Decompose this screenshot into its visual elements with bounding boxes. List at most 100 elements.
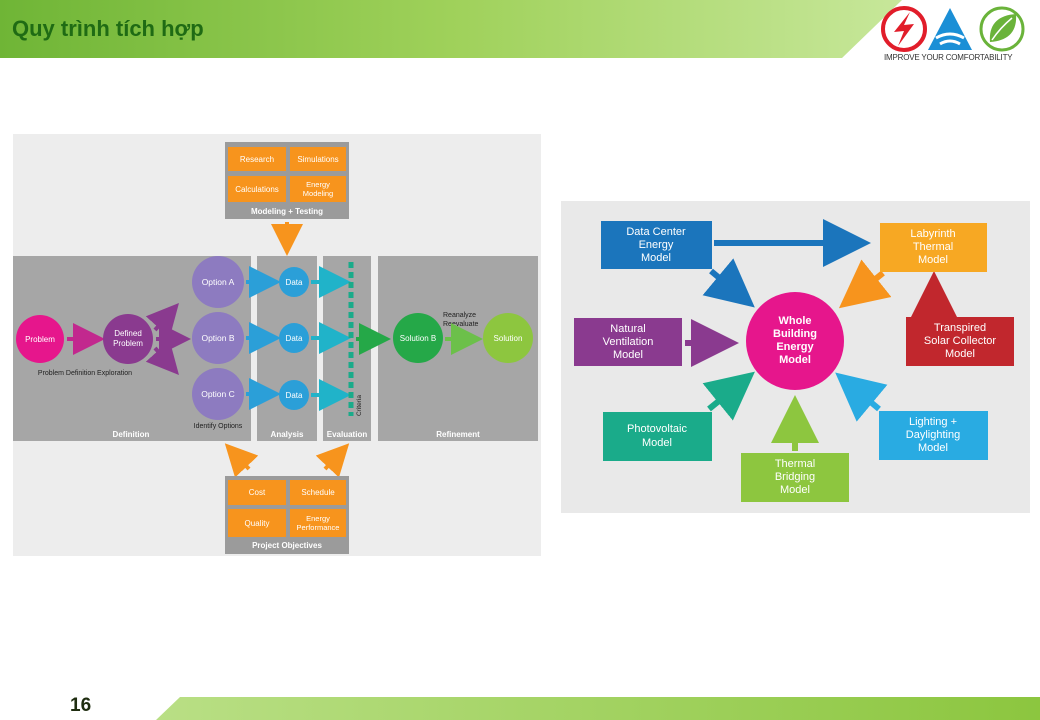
problem-caption: Problem Definition Exploration bbox=[38, 370, 132, 377]
energy-modeling-box bbox=[290, 176, 346, 202]
problem-node bbox=[16, 315, 64, 363]
data-label-b: Data bbox=[286, 334, 303, 343]
center-label-3: Energy bbox=[776, 341, 814, 353]
simulations-box bbox=[290, 147, 346, 171]
quality-box bbox=[228, 509, 286, 537]
simulations-label: Simulations bbox=[297, 155, 338, 164]
calculations-label: Calculations bbox=[235, 185, 279, 194]
option-b-label: Option B bbox=[201, 333, 234, 343]
solution-b-node bbox=[393, 313, 443, 363]
arrow-to-option-c bbox=[145, 340, 179, 375]
natural-ventilation-node bbox=[574, 318, 682, 366]
data-center-label-3: Model bbox=[641, 252, 671, 264]
defined-problem-node bbox=[103, 314, 153, 364]
labyrinth-label-1: Labyrinth bbox=[910, 228, 955, 240]
arrow-objectives-to-evaluation bbox=[315, 443, 350, 478]
project-objectives-title: Project Objectives bbox=[252, 541, 322, 550]
defined-problem-label-1: Defined bbox=[114, 329, 142, 338]
energy-modeling-label-2: Modeling bbox=[303, 189, 333, 198]
thermal-bridging-label-2: Bridging bbox=[775, 471, 815, 483]
labyrinth-label-2: Thermal bbox=[913, 241, 953, 253]
lighting-label-3: Model bbox=[918, 442, 948, 454]
research-box bbox=[228, 147, 286, 171]
thermal-bridging-label-3: Model bbox=[780, 484, 810, 496]
center-label-1: Whole bbox=[779, 315, 812, 327]
data-node-c bbox=[279, 380, 309, 410]
energy-performance-label-2: Performance bbox=[297, 523, 340, 532]
calculations-box bbox=[228, 176, 286, 202]
lighting-label-2: Daylighting bbox=[906, 429, 960, 441]
arrow-lighting-to-center bbox=[835, 372, 888, 422]
ventilation-label-3: Model bbox=[613, 349, 643, 361]
transpired-label-2: Solar Collector bbox=[924, 335, 996, 347]
lighting-label-1: Lighting + bbox=[909, 416, 957, 428]
energy-modeling-label-1: Energy bbox=[306, 180, 330, 189]
data-center-node bbox=[601, 221, 712, 269]
arrow-to-option-a bbox=[145, 303, 179, 338]
lighting-node bbox=[879, 411, 988, 460]
phase-definition-label: Definition bbox=[113, 430, 150, 439]
arrow-labyrinth-to-center bbox=[838, 259, 892, 309]
arrow-photovoltaic-to-center bbox=[702, 371, 755, 421]
whole-building-energy-model-diagram: Whole Building Energy Model Data Center … bbox=[561, 201, 1030, 513]
data-node-a bbox=[279, 267, 309, 297]
data-label-a: Data bbox=[286, 278, 303, 287]
criteria-label: Criteria bbox=[356, 395, 363, 416]
modeling-testing-group: Research Simulations Calculations Energy… bbox=[225, 142, 349, 219]
integration-process-diagram: Research Simulations Calculations Energy… bbox=[13, 134, 541, 556]
options-caption: Identify Options bbox=[194, 423, 243, 430]
data-center-label-2: Energy bbox=[639, 239, 674, 251]
phase-evaluation-label: Evaluation bbox=[327, 430, 368, 439]
energy-performance-box bbox=[290, 509, 346, 537]
labyrinth-label-3: Model bbox=[918, 254, 948, 266]
modeling-testing-title: Modeling + Testing bbox=[251, 207, 323, 216]
transpired-label-1: Transpired bbox=[934, 322, 986, 334]
ventilation-label-2: Ventilation bbox=[603, 336, 654, 348]
option-a-node bbox=[192, 256, 244, 308]
transpired-solar-node bbox=[906, 317, 1014, 366]
photovoltaic-node bbox=[603, 412, 712, 461]
solution-label: Solution bbox=[494, 334, 523, 343]
option-c-node bbox=[192, 368, 244, 420]
logo-s-icon bbox=[881, 6, 927, 52]
company-logo bbox=[881, 6, 1025, 52]
center-label-4: Model bbox=[779, 354, 811, 366]
cost-box bbox=[228, 480, 286, 505]
quality-label: Quality bbox=[245, 519, 270, 528]
arrow-objectives-to-definition bbox=[224, 443, 259, 478]
phase-analysis-label: Analysis bbox=[271, 430, 304, 439]
data-center-label-1: Data Center bbox=[626, 226, 686, 238]
data-node-b bbox=[279, 323, 309, 353]
option-a-label: Option A bbox=[202, 277, 235, 287]
whole-building-node bbox=[746, 292, 844, 390]
photovoltaic-label-2: Model bbox=[642, 437, 672, 449]
thermal-bridging-label-1: Thermal bbox=[775, 458, 815, 470]
labyrinth-node bbox=[880, 223, 987, 272]
option-b-node bbox=[192, 312, 244, 364]
project-objectives-group: Cost Schedule Quality Energy Performance… bbox=[225, 476, 349, 554]
schedule-label: Schedule bbox=[301, 488, 335, 497]
photovoltaic-label-1: Photovoltaic bbox=[627, 423, 687, 435]
logo-leaf-icon bbox=[979, 6, 1025, 52]
energy-performance-label-1: Energy bbox=[306, 514, 330, 523]
data-label-c: Data bbox=[286, 391, 303, 400]
reevaluate-label: Reevaluate bbox=[443, 321, 479, 328]
defined-problem-label-2: Problem bbox=[113, 339, 143, 348]
phase-refinement-label: Refinement bbox=[436, 430, 480, 439]
cost-label: Cost bbox=[249, 488, 266, 497]
thermal-bridging-node bbox=[741, 453, 849, 502]
center-label-2: Building bbox=[773, 328, 817, 340]
option-c-label: Option C bbox=[201, 389, 235, 399]
transpired-label-3: Model bbox=[945, 348, 975, 360]
ventilation-label-1: Natural bbox=[610, 323, 645, 335]
logo-a-icon bbox=[928, 8, 972, 50]
problem-label: Problem bbox=[25, 335, 55, 344]
solution-b-label: Solution B bbox=[400, 334, 436, 343]
logo-tagline: IMPROVE YOUR COMFORTABILITY bbox=[884, 53, 1013, 62]
arrow-datacenter-to-center bbox=[702, 258, 755, 308]
slide-title: Quy trình tích hợp bbox=[12, 16, 204, 41]
header-band bbox=[0, 0, 902, 58]
solution-node bbox=[483, 313, 533, 363]
page-number: 16 bbox=[70, 695, 92, 716]
